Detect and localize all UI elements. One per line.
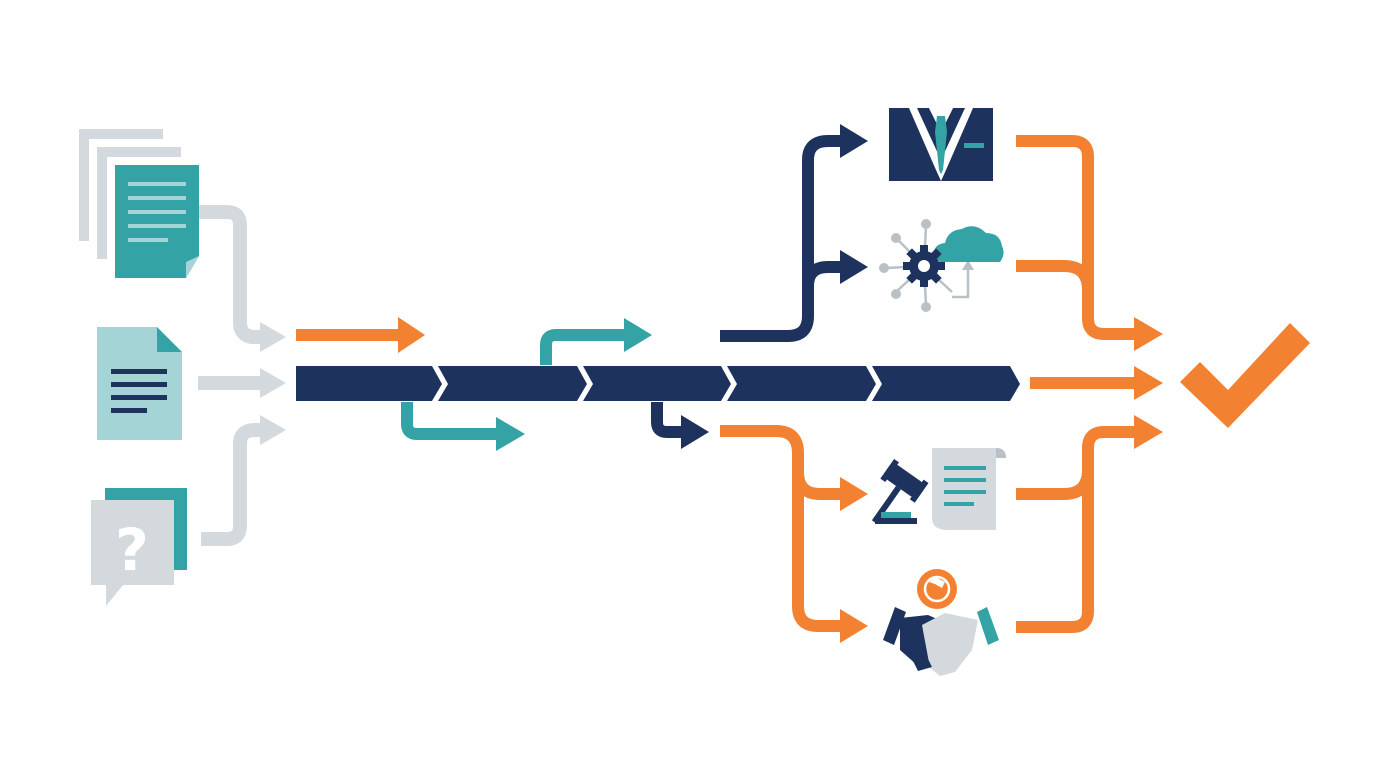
gear-cloud-icon <box>879 219 1004 312</box>
orange-lower-arrowheads <box>840 477 868 643</box>
teal-branch-arrow-up <box>540 318 652 365</box>
business-suit-icon <box>889 108 993 181</box>
pipeline-stage-1 <box>296 366 442 401</box>
orange-lower-branches <box>720 425 843 632</box>
document-stack-icon <box>79 129 199 278</box>
question-chat-icon: ? <box>91 488 187 606</box>
orange-forward-arrow <box>296 317 425 353</box>
checkmark-icon <box>1180 323 1310 428</box>
gavel-document-icon <box>871 448 1006 530</box>
pipeline-stage-2 <box>438 366 587 401</box>
orange-merge-connectors <box>1016 135 1138 633</box>
teal-branch-arrow-down <box>401 402 525 451</box>
navy-upper-branches <box>720 135 843 342</box>
pipeline-stage-4 <box>727 366 876 401</box>
pipeline-stage-5 <box>872 366 1020 401</box>
input-arrowheads <box>260 322 286 445</box>
pipeline-stage-3 <box>583 366 731 401</box>
orange-merge-arrowheads <box>1134 317 1163 449</box>
handshake-person-icon <box>883 569 999 676</box>
navy-upper-arrowheads <box>840 124 868 284</box>
input-connectors <box>198 205 262 546</box>
document-icon <box>97 327 182 440</box>
svg-text:?: ? <box>115 516 149 584</box>
pipeline-bar <box>296 366 1020 401</box>
navy-branch-arrow-down <box>651 402 709 449</box>
